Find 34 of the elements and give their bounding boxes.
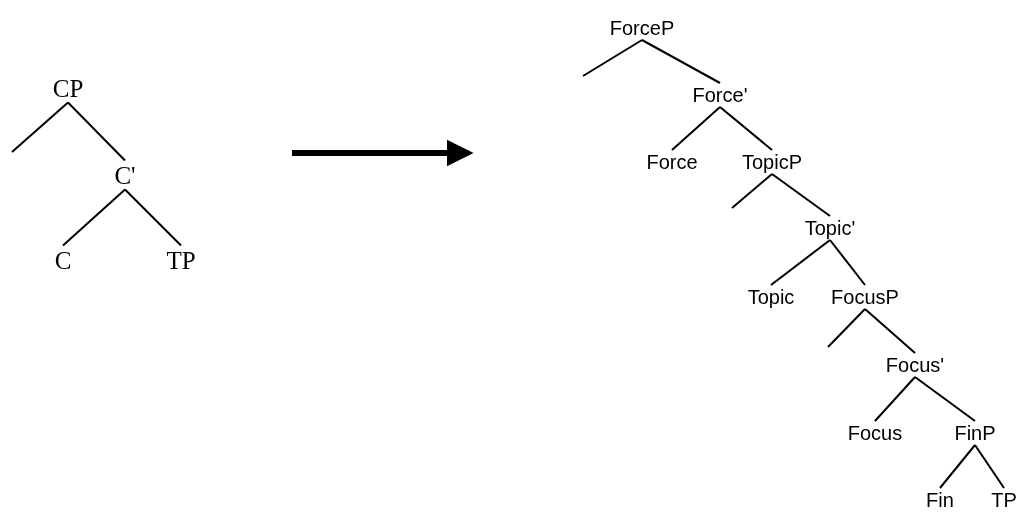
tree-node-label: C (54, 247, 72, 273)
branch-line (67, 101, 126, 162)
tree-node-label: FocusP (831, 287, 899, 307)
tree-node-label: Fin (926, 490, 954, 510)
branch-line (641, 39, 721, 84)
tree-node-label: C' (114, 162, 136, 188)
tree-node-label: Force (646, 152, 698, 172)
branch-line (974, 444, 1005, 489)
tree-node-label: Focus (847, 423, 903, 443)
branch-line (11, 101, 69, 153)
branch-line (62, 188, 126, 247)
tree-node-label: ForceP (609, 18, 675, 38)
tree-node-label: CP (52, 75, 84, 101)
branch-line (582, 39, 643, 77)
branch-line (864, 308, 916, 354)
tree-node-label: Focus' (885, 355, 945, 375)
tree-node-label: Topic (747, 287, 795, 307)
branch-line (671, 106, 721, 151)
branch-line (939, 444, 976, 489)
branch-line (771, 173, 831, 217)
branch-line (829, 239, 866, 286)
tree-node-label: Force' (692, 85, 748, 105)
branch-line (914, 376, 976, 422)
tree-node-label: Topic' (804, 218, 856, 238)
branch-line (770, 239, 831, 286)
branch-line (124, 188, 182, 247)
tree-node-label: TP (166, 247, 196, 273)
branch-line (719, 106, 773, 151)
tree-node-label: TP (991, 490, 1017, 510)
branch-line (827, 308, 866, 348)
branch-line (874, 376, 916, 422)
branch-line (731, 173, 773, 209)
tree-node-label: FinP (954, 423, 996, 443)
tree-node-label: TopicP (742, 152, 802, 172)
